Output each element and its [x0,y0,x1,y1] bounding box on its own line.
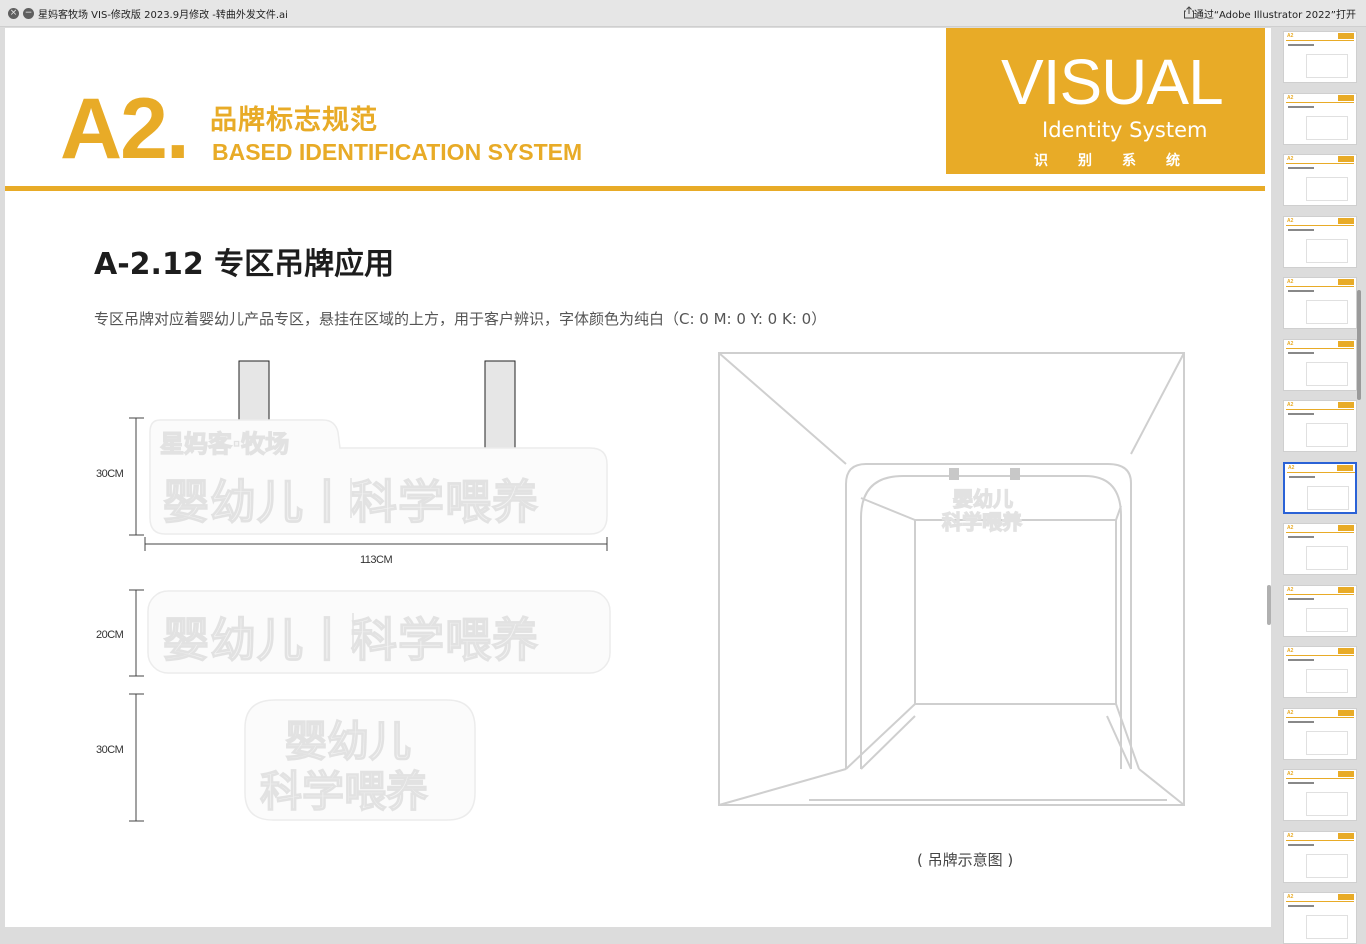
document-page: A2. 品牌标志规范 BASED IDENTIFICATION SYSTEM V… [5,28,1271,927]
thumbnail-code: A2 [1287,156,1294,162]
thumbnail-code: A2 [1287,217,1294,224]
page-thumbnail[interactable]: A2 [1283,338,1357,391]
page-thumbnail[interactable]: A2 [1283,769,1357,821]
thumbnail-code: A2 [1287,894,1294,900]
sign3-line2-text: 科学喂养 [259,766,429,816]
section-title-cn: 品牌标志规范 [210,105,378,136]
thumbnail-code: A2 [1287,402,1294,408]
thumbnail-code: A2 [1288,464,1295,471]
window-title: 星妈客牧场 VIS-修改版 2023.9月修改 -转曲外发文件.ai [38,10,288,21]
page-thumbnail[interactable]: A2 [1283,92,1357,145]
sign1-brand-text: 星妈客·牧场 [159,429,290,458]
thumbnail-code: A2 [1287,709,1294,716]
sign1-width-label: 113CM [360,554,393,566]
thumbnail-code: A2 [1287,340,1294,347]
visual-identity-box: VISUAL Identity System 识别系统 [946,28,1265,174]
open-with-app-button[interactable]: 通过“Adobe Illustrator 2022”打开 [1193,10,1356,21]
dimension-lines [129,417,608,822]
page-thumbnail[interactable]: A2 [1283,707,1357,760]
page-thumbnail[interactable]: A2 [1283,892,1357,944]
diagram-sign-line1: 婴幼儿 [952,486,1013,511]
page-thumbnail[interactable]: A2 [1283,400,1357,452]
sidebar-scrollbar[interactable] [1357,290,1361,400]
visual-subtitle: Identity System [1042,118,1208,142]
thumbnail-code: A2 [1287,771,1294,777]
hanger-right [484,360,516,450]
page-thumbnail[interactable]: A2 [1283,646,1357,698]
sign1-slogan-text: 婴幼儿丨科学喂养 [162,474,539,529]
sign2-outline [147,590,611,674]
sign3-height-label: 30CM [96,744,124,756]
thumbnail-code: A2 [1287,279,1294,285]
page-scrollbar[interactable] [1267,585,1271,625]
page-thumbnail[interactable]: A2 [1283,523,1357,575]
section-title-en: BASED IDENTIFICATION SYSTEM [212,139,583,165]
sign3-line1-text: 婴幼儿 [284,716,412,766]
page-thumbnail[interactable]: A2 [1283,277,1357,329]
room-diagram [718,352,1185,806]
thumbnail-code: A2 [1287,94,1294,101]
sign2-height-label: 20CM [96,629,124,641]
share-icon[interactable] [1183,6,1195,19]
section-code: A2. [60,81,190,177]
sign1-outline [149,419,608,535]
sign2-slogan-text: 婴幼儿丨科学喂养 [162,612,539,667]
sign1-height-label: 30CM [96,468,124,480]
thumbnail-code: A2 [1287,586,1294,593]
thumbnail-code: A2 [1287,525,1294,531]
visual-title: VISUAL [1001,46,1224,118]
title-bar: × − 星妈客牧场 VIS-修改版 2023.9月修改 -转曲外发文件.ai 通… [0,0,1366,27]
page-thumbnail[interactable]: A2 [1283,584,1357,637]
visual-cn-label: 识别系统 [1034,153,1210,169]
minimize-icon[interactable]: − [23,8,34,19]
header-divider [5,186,1265,191]
close-icon[interactable]: × [8,8,19,19]
thumbnail-code: A2 [1287,33,1294,39]
drawing-layer [129,352,1185,822]
page-thumbnail[interactable]: A2 [1283,215,1357,268]
diagram-caption: ( 吊牌示意图 ) [917,851,1014,869]
sign3-outline [244,699,476,821]
hanger-left [238,360,270,422]
page-thumbnail[interactable]: A2 [1283,461,1357,514]
page-thumbnail[interactable]: A2 [1283,31,1357,83]
page-title: A-2.12 专区吊牌应用 [94,247,395,282]
thumbnail-code: A2 [1287,832,1294,839]
diagram-sign-line2: 科学喂养 [941,509,1022,534]
thumbnail-code: A2 [1287,648,1294,654]
page-thumbnail[interactable]: A2 [1283,154,1357,206]
page-thumbnail[interactable]: A2 [1283,830,1357,883]
page-description: 专区吊牌对应着婴幼儿产品专区，悬挂在区域的上方，用于客户辨识，字体颜色为纯白（C… [94,310,827,328]
